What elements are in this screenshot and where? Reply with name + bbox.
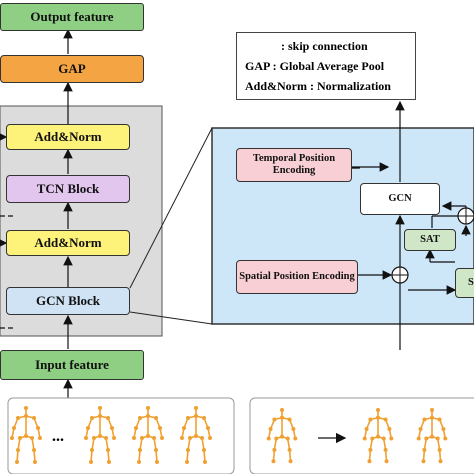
tcn-block: TCN Block (6, 175, 130, 203)
zoom-line-top (129, 127, 213, 289)
s-block-cut: S (455, 268, 474, 298)
legend-gap-label: GAP : Global Average Pool (245, 59, 385, 73)
gap-block: GAP (0, 55, 144, 83)
output-feature-block: Output feature (0, 3, 144, 31)
skeleton-figure (84, 406, 116, 464)
gcn-detail-block: GCN (360, 183, 440, 215)
skeleton-graph-panel (249, 397, 474, 474)
skeleton-figure (362, 408, 394, 464)
skeleton-figure (416, 408, 448, 464)
skeleton-figure (132, 406, 164, 464)
input-feature-block: Input feature (0, 350, 144, 380)
skeleton-ellipsis: ... (52, 428, 64, 445)
legend-addnorm-label: Add&Norm : Normalization (245, 79, 391, 93)
temporal-position-encoding: Temporal Position Encoding (236, 148, 352, 182)
addnorm-block-mid: Add&Norm (6, 230, 130, 256)
gcn-block: GCN Block (6, 287, 130, 315)
skeleton-figure (266, 408, 298, 464)
skeleton-figure (10, 406, 42, 464)
spatial-position-encoding: Spatial Position Encoding (236, 260, 358, 294)
legend-box: : skip connection GAP : Global Average P… (236, 32, 416, 100)
skeleton-figure (180, 406, 212, 464)
zoom-line-bottom (129, 311, 213, 325)
sum-node-sat (457, 207, 474, 225)
skeleton-figures (10, 406, 448, 464)
sat-block: SAT (404, 229, 456, 251)
sum-node-spatial (391, 266, 409, 284)
skeleton-sequence-panel (7, 397, 235, 474)
addnorm-block-top: Add&Norm (6, 124, 130, 150)
legend-skip-label: : skip connection (281, 39, 368, 53)
